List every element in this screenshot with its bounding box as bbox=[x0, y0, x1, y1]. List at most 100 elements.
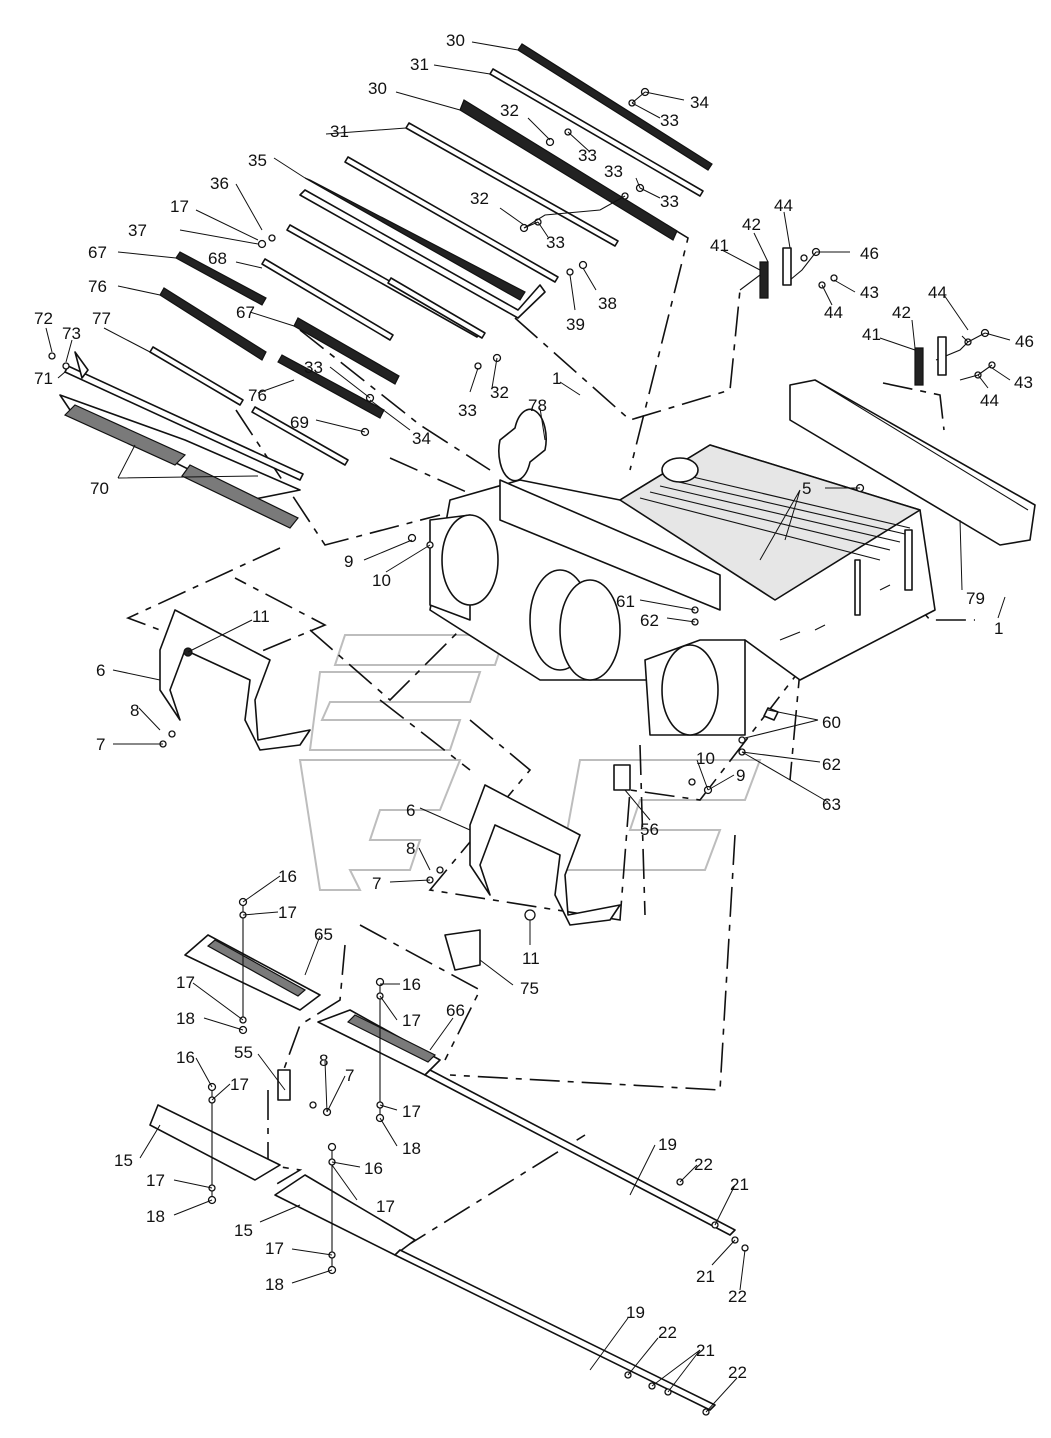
callout-16: 16 bbox=[364, 1159, 383, 1178]
callout-68: 68 bbox=[208, 249, 227, 268]
leader-lines bbox=[45, 41, 1011, 1413]
callout-72: 72 bbox=[34, 309, 53, 328]
callout-22: 22 bbox=[728, 1363, 747, 1382]
callout-6: 6 bbox=[96, 661, 105, 680]
callout-42: 42 bbox=[892, 303, 911, 322]
callout-43: 43 bbox=[1014, 373, 1033, 392]
callout-60: 60 bbox=[822, 713, 841, 732]
callout-16: 16 bbox=[176, 1048, 195, 1067]
callout-30: 30 bbox=[368, 79, 387, 98]
callout-36: 36 bbox=[210, 174, 229, 193]
callout-61: 61 bbox=[616, 592, 635, 611]
callout-73: 73 bbox=[62, 324, 81, 343]
callout-16: 16 bbox=[278, 867, 297, 886]
callout-44: 44 bbox=[774, 196, 793, 215]
callout-22: 22 bbox=[728, 1287, 747, 1306]
callout-44: 44 bbox=[824, 303, 843, 322]
callout-17: 17 bbox=[146, 1171, 165, 1190]
callout-77: 77 bbox=[92, 309, 111, 328]
callout-16: 16 bbox=[402, 975, 421, 994]
callout-19: 19 bbox=[658, 1135, 677, 1154]
callout-11: 11 bbox=[522, 949, 540, 968]
callout-18: 18 bbox=[402, 1139, 421, 1158]
callout-8: 8 bbox=[130, 701, 139, 720]
callout-11: 11 bbox=[252, 607, 270, 626]
callout-34: 34 bbox=[412, 429, 431, 448]
callout-76: 76 bbox=[88, 277, 107, 296]
callout-33: 33 bbox=[660, 111, 679, 130]
lower-plates bbox=[149, 764, 736, 1411]
callout-30: 30 bbox=[446, 31, 465, 50]
callout-62: 62 bbox=[640, 611, 659, 630]
callout-62: 62 bbox=[822, 755, 841, 774]
callout-43: 43 bbox=[860, 283, 879, 302]
callout-15: 15 bbox=[234, 1221, 253, 1240]
callout-7: 7 bbox=[96, 735, 105, 754]
callout-55: 55 bbox=[234, 1043, 253, 1062]
callout-21: 21 bbox=[696, 1341, 715, 1360]
callout-17: 17 bbox=[278, 903, 297, 922]
main-housing bbox=[429, 408, 936, 736]
callout-17: 17 bbox=[402, 1011, 421, 1030]
callout-31: 31 bbox=[330, 122, 349, 141]
callout-7: 7 bbox=[372, 874, 381, 893]
callout-17: 17 bbox=[376, 1197, 395, 1216]
callout-10: 10 bbox=[372, 571, 391, 590]
shell-lower bbox=[469, 784, 621, 926]
callout-69: 69 bbox=[290, 413, 309, 432]
watermark-logo bbox=[298, 634, 762, 891]
callout-32: 32 bbox=[470, 189, 489, 208]
callout-10: 10 bbox=[696, 749, 715, 768]
callout-34: 34 bbox=[690, 93, 709, 112]
callout-76: 76 bbox=[248, 386, 267, 405]
callout-17: 17 bbox=[265, 1239, 284, 1258]
callout-65: 65 bbox=[314, 925, 333, 944]
callout-44: 44 bbox=[928, 283, 947, 302]
callout-18: 18 bbox=[265, 1275, 284, 1294]
callout-39: 39 bbox=[566, 315, 585, 334]
callout-6: 6 bbox=[406, 801, 415, 820]
callout-66: 66 bbox=[446, 1001, 465, 1020]
upper-strips bbox=[59, 43, 713, 529]
callout-38: 38 bbox=[598, 294, 617, 313]
callout-31: 31 bbox=[410, 55, 429, 74]
callout-63: 63 bbox=[822, 795, 841, 814]
callout-17: 17 bbox=[176, 973, 195, 992]
callout-8: 8 bbox=[406, 839, 415, 858]
callout-32: 32 bbox=[490, 383, 509, 402]
callout-17: 17 bbox=[230, 1075, 249, 1094]
callout-32: 32 bbox=[500, 101, 519, 120]
callout-1: 1 bbox=[552, 369, 561, 388]
callout-35: 35 bbox=[248, 151, 267, 170]
callout-75: 75 bbox=[520, 979, 539, 998]
callout-labels: 30 31 34 33 30 32 33 31 33 35 32 33 36 1… bbox=[34, 31, 1034, 1382]
callout-21: 21 bbox=[696, 1267, 715, 1286]
callout-33: 33 bbox=[578, 146, 597, 165]
callout-41: 41 bbox=[862, 325, 881, 344]
shell-upper bbox=[159, 609, 311, 751]
callout-8: 8 bbox=[319, 1051, 328, 1070]
callout-15: 15 bbox=[114, 1151, 133, 1170]
callout-19: 19 bbox=[626, 1303, 645, 1322]
callout-33: 33 bbox=[304, 358, 323, 377]
callout-1: 1 bbox=[994, 619, 1003, 638]
callout-22: 22 bbox=[658, 1323, 677, 1342]
callout-5: 5 bbox=[802, 479, 811, 498]
callout-44: 44 bbox=[980, 391, 999, 410]
callout-17: 17 bbox=[170, 197, 189, 216]
callout-71: 71 bbox=[34, 369, 53, 388]
callout-42: 42 bbox=[742, 215, 761, 234]
callout-33: 33 bbox=[546, 233, 565, 252]
callout-21: 21 bbox=[730, 1175, 749, 1194]
callout-78: 78 bbox=[528, 396, 547, 415]
callout-46: 46 bbox=[1015, 332, 1034, 351]
callout-70: 70 bbox=[90, 479, 109, 498]
callout-41: 41 bbox=[710, 236, 729, 255]
callout-46: 46 bbox=[860, 244, 879, 263]
callout-17: 17 bbox=[402, 1102, 421, 1121]
callout-67: 67 bbox=[88, 243, 107, 262]
callout-67: 67 bbox=[236, 303, 255, 322]
callout-33: 33 bbox=[604, 162, 623, 181]
